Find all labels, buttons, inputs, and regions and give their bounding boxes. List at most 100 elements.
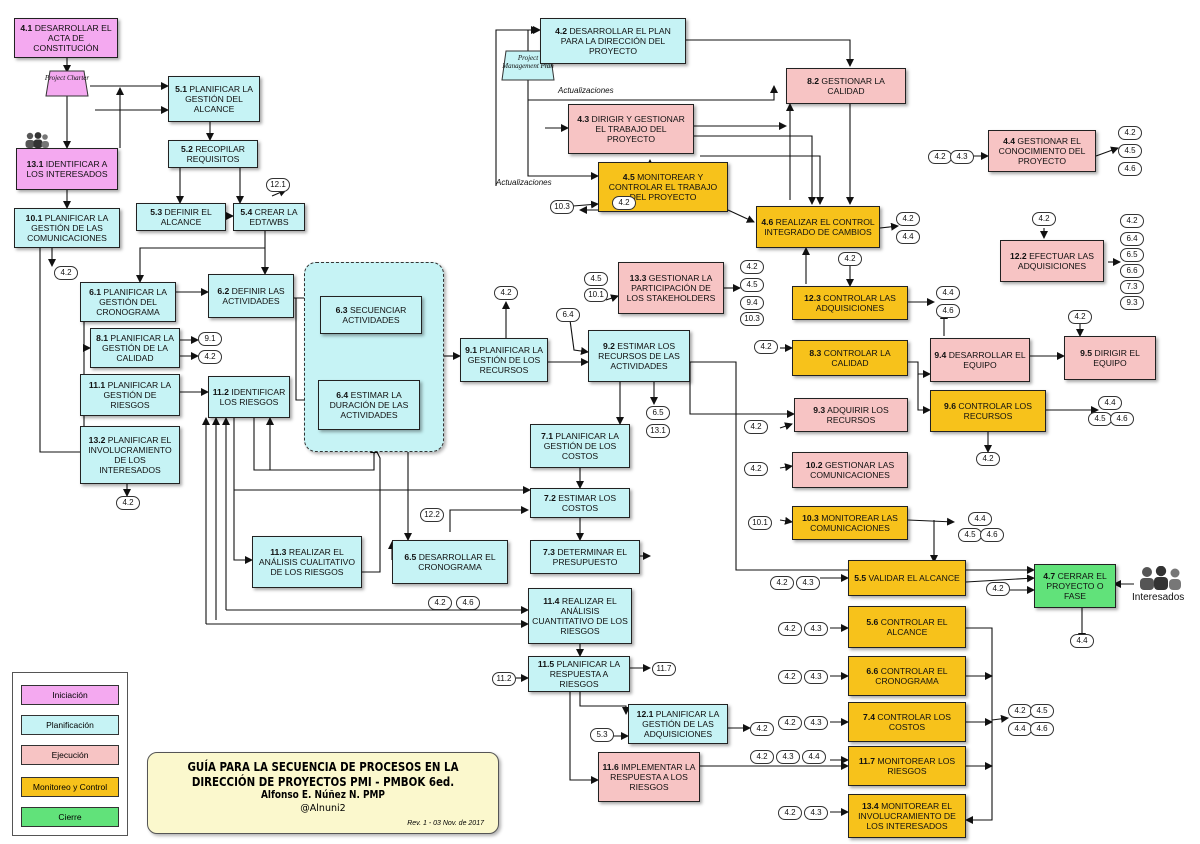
process-9-3[interactable]: 9.3 ADQUIRIR LOS RECURSOS <box>794 398 908 432</box>
process-9-4[interactable]: 9.4 DESARROLLAR EL EQUIPO <box>930 338 1030 382</box>
process-10-3[interactable]: 10.3 MONITOREAR LAS COMUNICACIONES <box>792 506 908 540</box>
process-5-2[interactable]: 5.2 RECOPILAR REQUISITOS <box>168 140 258 168</box>
process-13-1[interactable]: 13.1 IDENTIFICAR A LOS INTERESADOS <box>16 148 118 190</box>
ref-oval: 4.2 <box>838 252 862 266</box>
process-9-5[interactable]: 9.5 DIRIGIR EL EQUIPO <box>1064 336 1156 380</box>
ref-oval: 4.6 <box>936 304 960 318</box>
process-11-6[interactable]: 11.6 IMPLEMENTAR LA RESPUESTA A LOS RIES… <box>598 752 700 802</box>
process-9-2[interactable]: 9.2 ESTIMAR LOS RECURSOS DE LAS ACTIVIDA… <box>588 330 690 382</box>
process-5-5[interactable]: 5.5 VALIDAR EL ALCANCE <box>848 560 966 596</box>
ref-oval: 7.3 <box>1120 280 1144 294</box>
process-6-6[interactable]: 6.6 CONTROLAR EL CRONOGRAMA <box>848 656 966 696</box>
process-12-3[interactable]: 12.3 CONTROLAR LAS ADQUISICIONES <box>792 286 908 320</box>
process-11-3[interactable]: 11.3 REALIZAR EL ANÁLISIS CUALITATIVO DE… <box>252 536 362 588</box>
stakeholders-icon <box>25 132 49 148</box>
ref-oval: 9.3 <box>1120 296 1144 310</box>
ref-oval: 4.2 <box>770 576 794 590</box>
process-9-6[interactable]: 9.6 CONTROLAR LOS RECURSOS <box>930 390 1046 432</box>
ref-oval: 4.4 <box>936 286 960 300</box>
process-5-6[interactable]: 5.6 CONTROLAR EL ALCANCE <box>848 606 966 648</box>
process-10-1[interactable]: 10.1 PLANIFICAR LA GESTIÓN DE LAS COMUNI… <box>14 208 120 248</box>
ref-oval: 4.5 <box>584 272 608 286</box>
ref-oval: 4.2 <box>896 212 920 226</box>
ref-oval: 5.3 <box>590 728 614 742</box>
process-4-7[interactable]: 4.7 CERRAR EL PROYECTO O FASE <box>1034 564 1116 608</box>
process-13-2[interactable]: 13.2 PLANIFICAR EL INVOLUCRAMIENTO DE LO… <box>80 426 180 484</box>
process-4-6[interactable]: 4.6 REALIZAR EL CONTROL INTEGRADO DE CAM… <box>756 206 880 248</box>
ref-oval: 4.2 <box>754 340 778 354</box>
ref-oval: 4.6 <box>1118 162 1142 176</box>
ref-oval: 4.3 <box>950 150 974 164</box>
ref-oval: 4.6 <box>456 596 480 610</box>
ref-oval: 10.3 <box>550 200 574 214</box>
ref-oval: 4.2 <box>428 596 452 610</box>
process-9-1[interactable]: 9.1 PLANIFICAR LA GESTIÓN DE LOS RECURSO… <box>460 338 548 382</box>
ref-oval: 4.6 <box>1030 722 1054 736</box>
project-charter-doc: Project Charter <box>44 70 90 98</box>
process-4-5[interactable]: 4.5 MONITOREAR Y CONTROLAR EL TRABAJO DE… <box>598 162 728 212</box>
legend-monitoreo: Monitoreo y Control <box>21 777 119 797</box>
ref-oval: 10.3 <box>740 312 764 326</box>
process-4-3[interactable]: 4.3 DIRIGIR Y GESTIONAR EL TRABAJO DEL P… <box>568 104 694 154</box>
ref-oval: 4.2 <box>778 716 802 730</box>
title-line-1: GUÍA PARA LA SECUENCIA DE PROCESOS EN LA <box>187 759 459 774</box>
process-4-4[interactable]: 4.4 GESTIONAR EL CONOCIMIENTO DEL PROYEC… <box>988 130 1096 172</box>
ref-oval: 4.4 <box>896 230 920 244</box>
process-4-2[interactable]: 4.2 DESARROLLAR EL PLAN PARA LA DIRECCIÓ… <box>540 18 686 64</box>
process-6-4[interactable]: 6.4 ESTIMAR LA DURACIÓN DE LAS ACTIVIDAD… <box>318 380 420 430</box>
process-12-1[interactable]: 12.1 PLANIFICAR LA GESTIÓN DE LAS ADQUIS… <box>628 704 728 744</box>
process-11-4[interactable]: 11.4 REALIZAR EL ANÁLISIS CUANTITATIVO D… <box>528 588 632 644</box>
ref-oval: 4.4 <box>1070 634 1094 648</box>
handle: @Alnuni2 <box>300 803 346 814</box>
process-11-5[interactable]: 11.5 PLANIFICAR LA RESPUESTA A RIESGOS <box>528 656 630 692</box>
process-7-4[interactable]: 7.4 CONTROLAR LOS COSTOS <box>848 702 966 742</box>
ref-oval: 4.2 <box>1120 214 1144 228</box>
ref-oval: 4.5 <box>958 528 982 542</box>
ref-oval: 6.6 <box>1120 264 1144 278</box>
ref-oval: 4.2 <box>1032 212 1056 226</box>
process-8-3[interactable]: 8.3 CONTROLAR LA CALIDAD <box>792 340 908 376</box>
process-7-3[interactable]: 7.3 DETERMINAR EL PRESUPUESTO <box>530 540 640 574</box>
process-8-2[interactable]: 8.2 GESTIONAR LA CALIDAD <box>786 68 906 104</box>
process-11-2[interactable]: 11.2 IDENTIFICAR LOS RIESGOS <box>208 376 290 418</box>
ref-oval: 4.2 <box>116 496 140 510</box>
process-12-2[interactable]: 12.2 EFECTUAR LAS ADQUISICIONES <box>1000 240 1104 282</box>
ref-oval: 4.2 <box>778 622 802 636</box>
ref-oval: 6.4 <box>556 308 580 322</box>
process-4-1[interactable]: 4.1 DESARROLLAR EL ACTA DE CONSTITUCIÓN <box>14 18 118 58</box>
ref-oval: 4.3 <box>804 622 828 636</box>
ref-oval: 12.2 <box>420 508 444 522</box>
ref-oval: 13.1 <box>646 424 670 438</box>
process-7-1[interactable]: 7.1 PLANIFICAR LA GESTIÓN DE LOS COSTOS <box>530 424 630 468</box>
ref-oval: 11.2 <box>492 672 516 686</box>
ref-oval: 4.2 <box>54 266 78 280</box>
process-13-4[interactable]: 13.4 MONITOREAR EL INVOLUCRAMIENTO DE LO… <box>848 794 966 838</box>
process-8-1[interactable]: 8.1 PLANIFICAR LA GESTIÓN DE LA CALIDAD <box>90 328 180 368</box>
process-11-7[interactable]: 11.7 MONITOREAR LOS RIESGOS <box>848 746 966 786</box>
process-6-3[interactable]: 6.3 SECUENCIAR ACTIVIDADES <box>320 296 422 334</box>
ref-oval: 4.5 <box>1118 144 1142 158</box>
ref-oval: 4.6 <box>1110 412 1134 426</box>
ref-oval: 9.4 <box>740 296 764 310</box>
process-11-1[interactable]: 11.1 PLANIFICAR LA GESTIÓN DE RIESGOS <box>80 374 180 416</box>
process-5-4[interactable]: 5.4 CREAR LA EDT/WBS <box>233 203 305 231</box>
ref-oval: 4.2 <box>976 452 1000 466</box>
revision: Rev. 1 - 03 Nov. de 2017 <box>407 820 484 827</box>
process-6-5[interactable]: 6.5 DESARROLLAR EL CRONOGRAMA <box>392 540 508 584</box>
ref-oval: 4.2 <box>778 806 802 820</box>
ref-oval: 4.2 <box>750 722 774 736</box>
legend-iniciacion: Iniciación <box>21 685 119 705</box>
process-13-3[interactable]: 13.3 GESTIONAR LA PARTICIPACIÓN DE LOS S… <box>618 262 724 314</box>
ref-oval: 4.3 <box>804 716 828 730</box>
process-5-3[interactable]: 5.3 DEFINIR EL ALCANCE <box>136 203 226 231</box>
ref-oval: 4.3 <box>776 750 800 764</box>
process-10-2[interactable]: 10.2 GESTIONAR LAS COMUNICACIONES <box>792 452 908 488</box>
process-6-2[interactable]: 6.2 DEFINIR LAS ACTIVIDADES <box>208 274 294 318</box>
title-box: GUÍA PARA LA SECUENCIA DE PROCESOS EN LA… <box>147 752 499 834</box>
ref-oval: 4.2 <box>928 150 952 164</box>
ref-oval: 4.6 <box>980 528 1004 542</box>
author: Alfonso E. Núñez N. PMP <box>261 789 385 801</box>
process-5-1[interactable]: 5.1 PLANIFICAR LA GESTIÓN DEL ALCANCE <box>168 76 260 122</box>
process-7-2[interactable]: 7.2 ESTIMAR LOS COSTOS <box>530 488 630 518</box>
process-6-1[interactable]: 6.1 PLANIFICAR LA GESTIÓN DEL CRONOGRAMA <box>80 282 176 322</box>
